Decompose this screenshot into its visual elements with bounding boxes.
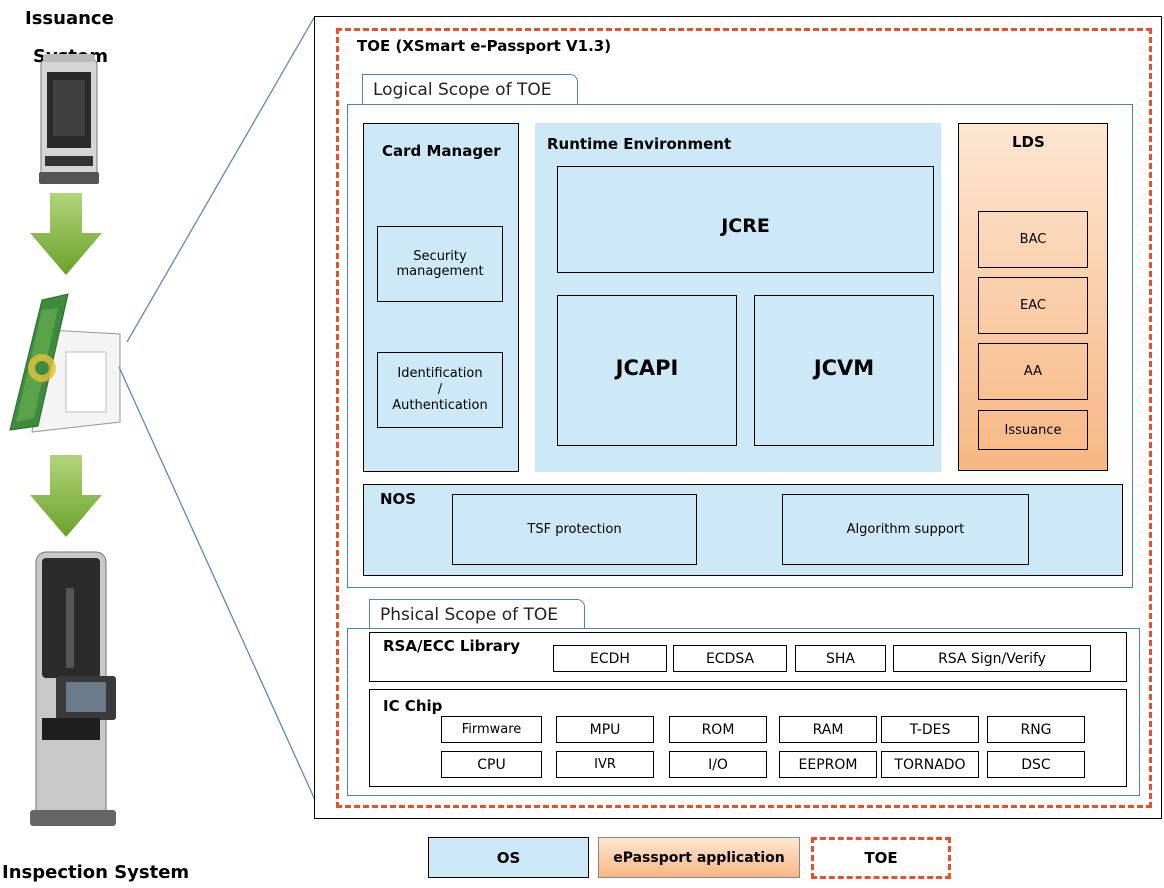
physical-scope-box bbox=[347, 628, 1140, 796]
ic-chip-item: MPU bbox=[556, 716, 654, 743]
logical-scope-label: Logical Scope of TOE bbox=[373, 80, 552, 100]
toe-title: TOE (XSmart e-Passport V1.3) bbox=[357, 37, 612, 55]
ic-chip-item-label: MPU bbox=[589, 721, 621, 738]
ic-chip-item: IVR bbox=[556, 751, 654, 778]
rsa-lib-item-label: ECDH bbox=[590, 650, 630, 667]
toe-outer-frame bbox=[314, 16, 1162, 819]
ic-chip-item-label: T-DES bbox=[909, 721, 951, 738]
lds-item-label: Issuance bbox=[1004, 422, 1062, 438]
identification-authentication-box: Identification / Authentication bbox=[377, 352, 503, 428]
ic-chip-item-label: IVR bbox=[594, 757, 616, 772]
tsf-protection-box: TSF protection bbox=[452, 494, 697, 565]
rsa-lib-item-label: RSA Sign/Verify bbox=[938, 650, 1046, 667]
ic-chip-item-label: DSC bbox=[1021, 756, 1051, 773]
lds-item-bac: BAC bbox=[978, 211, 1088, 268]
issuance-kiosk-illustration bbox=[39, 54, 99, 184]
ic-chip-item: TORNADO bbox=[881, 751, 979, 778]
card-manager-panel bbox=[363, 123, 519, 472]
ic-chip-item: CPU bbox=[441, 751, 542, 778]
legend-toe-label: TOE bbox=[864, 849, 898, 867]
rsa-lib-item-label: ECDSA bbox=[705, 650, 755, 667]
nos-title: NOS bbox=[380, 490, 417, 508]
legend-epassport-application: ePassport application bbox=[598, 837, 800, 878]
rsa-lib-item-label: SHA bbox=[826, 650, 855, 667]
algorithm-support-label: Algorithm support bbox=[846, 522, 965, 537]
runtime-environment-title: Runtime Environment bbox=[547, 135, 732, 153]
runtime-environment-panel bbox=[535, 123, 941, 472]
ic-chip-item-label: I/O bbox=[708, 756, 728, 773]
jcapi-label: JCAPI bbox=[615, 356, 679, 380]
legend-toe: TOE bbox=[811, 837, 951, 879]
nos-panel bbox=[363, 484, 1123, 576]
ic-chip-item: RAM bbox=[779, 716, 877, 743]
logical-scope-box bbox=[347, 104, 1133, 588]
rsa-lib-item: ECDSA bbox=[673, 645, 787, 672]
ic-chip-item: Firmware bbox=[441, 716, 542, 743]
ic-chip-item: DSC bbox=[987, 751, 1085, 778]
inspection-kiosk-illustration bbox=[30, 551, 116, 826]
ic-chip-item-label: Firmware bbox=[461, 722, 522, 737]
lds-title: LDS bbox=[1012, 133, 1045, 151]
ic-chip-item-label: RNG bbox=[1020, 721, 1052, 738]
inspection-system-title: Inspection System bbox=[2, 862, 190, 883]
physical-scope-label: Phsical Scope of TOE bbox=[380, 604, 558, 625]
down-arrow-icon bbox=[30, 193, 102, 275]
identification-label-line2: / bbox=[437, 382, 443, 397]
lds-item-label: BAC bbox=[1019, 232, 1047, 247]
jcre-label: JCRE bbox=[721, 215, 770, 237]
physical-scope-tab: Phsical Scope of TOE bbox=[369, 599, 585, 629]
toe-dashed-boundary bbox=[336, 28, 1152, 808]
ic-chip-title: IC Chip bbox=[383, 697, 443, 715]
security-management-label: Security management bbox=[396, 249, 484, 279]
identification-label-line1: Identification bbox=[397, 366, 483, 381]
issuance-system-title-line1: Issuance bbox=[25, 8, 114, 29]
epassport-illustration bbox=[9, 293, 121, 433]
jcapi-box: JCAPI bbox=[557, 295, 737, 446]
ic-chip-item: I/O bbox=[669, 751, 767, 778]
ic-chip-item-label: ROM bbox=[701, 721, 735, 738]
ic-chip-item: EEPROM bbox=[779, 751, 877, 778]
ic-chip-item: RNG bbox=[987, 716, 1085, 743]
ic-chip-item-label: TORNADO bbox=[894, 756, 966, 773]
jcvm-box: JCVM bbox=[754, 295, 934, 446]
jcre-box: JCRE bbox=[557, 166, 934, 273]
logical-scope-tab: Logical Scope of TOE bbox=[362, 74, 578, 105]
jcvm-label: JCVM bbox=[813, 356, 875, 380]
ic-chip-item: T-DES bbox=[881, 716, 979, 743]
ic-chip-item-label: EEPROM bbox=[798, 756, 858, 773]
rsa-lib-item: ECDH bbox=[553, 645, 667, 672]
lds-item-eac: EAC bbox=[978, 277, 1088, 334]
lds-panel bbox=[958, 123, 1108, 471]
algorithm-support-box: Algorithm support bbox=[782, 494, 1029, 565]
ic-chip-item-label: CPU bbox=[477, 756, 506, 773]
rsa-lib-item: SHA bbox=[795, 645, 886, 672]
identification-label-line3: Authentication bbox=[392, 398, 488, 413]
legend-os-label: OS bbox=[496, 848, 521, 867]
lds-item-label: AA bbox=[1023, 364, 1043, 379]
ic-chip-item-label: RAM bbox=[812, 721, 844, 738]
rsa-ecc-library-title: RSA/ECC Library bbox=[383, 637, 521, 655]
rsa-lib-item: RSA Sign/Verify bbox=[893, 645, 1091, 672]
down-arrow-icon bbox=[30, 455, 102, 537]
lds-item-aa: AA bbox=[978, 343, 1088, 400]
lds-item-issuance: Issuance bbox=[978, 410, 1088, 450]
card-manager-title: Card Manager bbox=[382, 142, 501, 160]
rsa-ecc-library-panel bbox=[369, 632, 1127, 682]
legend-epassport-label: ePassport application bbox=[613, 849, 785, 866]
lds-item-label: EAC bbox=[1020, 298, 1046, 313]
legend-os: OS bbox=[428, 837, 589, 878]
ic-chip-item: ROM bbox=[669, 716, 767, 743]
security-management-box: Security management bbox=[377, 226, 503, 302]
ic-chip-panel bbox=[369, 689, 1127, 787]
tsf-protection-label: TSF protection bbox=[527, 522, 622, 537]
